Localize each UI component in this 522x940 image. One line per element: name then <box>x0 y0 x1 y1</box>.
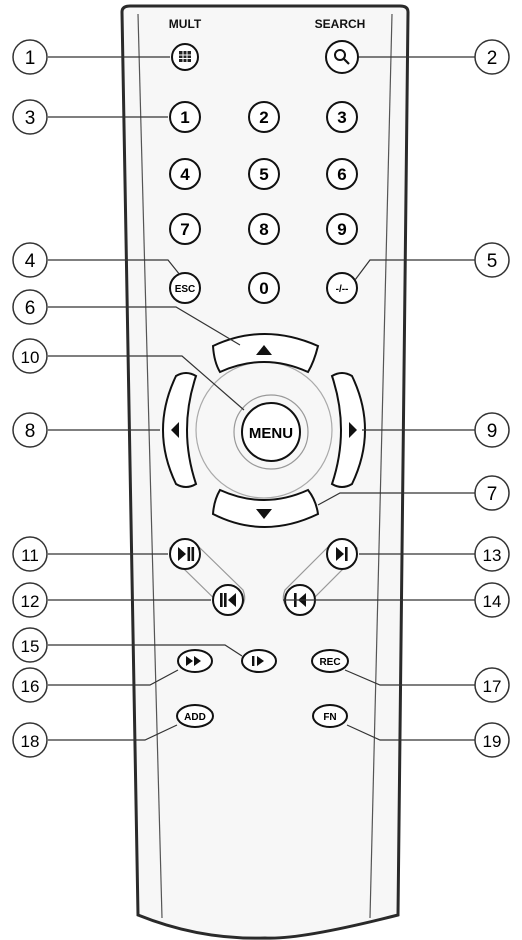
callout-5: 5 <box>475 243 509 277</box>
svg-text:4: 4 <box>25 251 36 272</box>
svg-text:18: 18 <box>21 732 40 751</box>
svg-text:-/--: -/-- <box>336 284 349 295</box>
digit-button-8[interactable]: 8 <box>249 214 279 244</box>
mult-label: MULT <box>169 17 202 31</box>
callout-16: 16 <box>13 668 47 702</box>
svg-text:3: 3 <box>337 108 346 127</box>
dash-button[interactable]: -/-- <box>327 273 357 303</box>
digit-button-9[interactable]: 9 <box>327 214 357 244</box>
svg-text:0: 0 <box>259 279 268 298</box>
callout-13: 13 <box>475 537 509 571</box>
fn-button[interactable]: FN <box>313 705 347 727</box>
svg-text:1: 1 <box>25 48 36 69</box>
menu-button[interactable]: MENU <box>242 403 300 461</box>
callout-6: 6 <box>13 290 47 324</box>
callout-14: 14 <box>475 583 509 617</box>
svg-text:FN: FN <box>323 712 336 723</box>
digit-button-4[interactable]: 4 <box>170 159 200 189</box>
svg-text:8: 8 <box>259 220 268 239</box>
svg-text:19: 19 <box>483 732 502 751</box>
callout-19: 19 <box>475 723 509 757</box>
callout-2: 2 <box>475 40 509 74</box>
svg-text:9: 9 <box>487 421 498 442</box>
svg-text:4: 4 <box>180 165 190 184</box>
svg-text:REC: REC <box>319 657 340 668</box>
fast-forward-button[interactable] <box>178 650 212 672</box>
svg-text:14: 14 <box>483 592 502 611</box>
callout-8: 8 <box>13 413 47 447</box>
svg-text:ESC: ESC <box>175 284 196 295</box>
callout-7: 7 <box>475 476 509 510</box>
svg-text:15: 15 <box>21 637 40 656</box>
digit-button-2[interactable]: 2 <box>249 102 279 132</box>
svg-text:5: 5 <box>259 165 268 184</box>
callout-15: 15 <box>13 628 47 662</box>
add-button[interactable]: ADD <box>177 705 213 727</box>
svg-text:2: 2 <box>487 48 498 69</box>
svg-text:10: 10 <box>21 348 40 367</box>
callout-4: 4 <box>13 243 47 277</box>
callout-9: 9 <box>475 413 509 447</box>
svg-text:2: 2 <box>259 108 268 127</box>
esc-button[interactable]: ESC <box>170 273 200 303</box>
callout-18: 18 <box>13 723 47 757</box>
slow-play-button[interactable] <box>242 650 276 672</box>
svg-text:3: 3 <box>25 108 36 129</box>
grid-icon <box>179 51 191 62</box>
search-label: SEARCH <box>315 17 366 31</box>
callout-10: 10 <box>13 339 47 373</box>
next-button[interactable] <box>327 539 357 569</box>
svg-text:5: 5 <box>487 251 498 272</box>
svg-text:7: 7 <box>487 484 498 505</box>
digit-button-6[interactable]: 6 <box>327 159 357 189</box>
svg-text:6: 6 <box>25 298 36 319</box>
digit-button-1[interactable]: 1 <box>170 102 200 132</box>
search-button[interactable] <box>326 41 358 73</box>
svg-text:8: 8 <box>25 421 36 442</box>
svg-text:ADD: ADD <box>184 712 206 723</box>
svg-text:MENU: MENU <box>249 425 293 442</box>
callout-17: 17 <box>475 668 509 702</box>
digit-button-7[interactable]: 7 <box>170 214 200 244</box>
callout-12: 12 <box>13 583 47 617</box>
svg-text:9: 9 <box>337 220 346 239</box>
svg-text:11: 11 <box>21 546 39 565</box>
play-pause-button[interactable] <box>170 539 200 569</box>
remote-body <box>122 6 408 938</box>
digit-button-0[interactable]: 0 <box>249 273 279 303</box>
digit-button-3[interactable]: 3 <box>327 102 357 132</box>
svg-text:7: 7 <box>180 220 189 239</box>
callout-3: 3 <box>13 100 47 134</box>
digit-button-5[interactable]: 5 <box>249 159 279 189</box>
svg-text:16: 16 <box>21 677 40 696</box>
frame-back-button[interactable] <box>213 585 243 615</box>
callout-11: 11 <box>13 537 47 571</box>
svg-text:6: 6 <box>337 165 346 184</box>
rec-button[interactable]: REC <box>312 650 348 672</box>
mult-button[interactable] <box>172 44 198 70</box>
svg-text:17: 17 <box>483 677 502 696</box>
callout-1: 1 <box>13 40 47 74</box>
svg-text:13: 13 <box>483 546 502 565</box>
svg-text:1: 1 <box>180 108 189 127</box>
svg-text:12: 12 <box>21 592 40 611</box>
